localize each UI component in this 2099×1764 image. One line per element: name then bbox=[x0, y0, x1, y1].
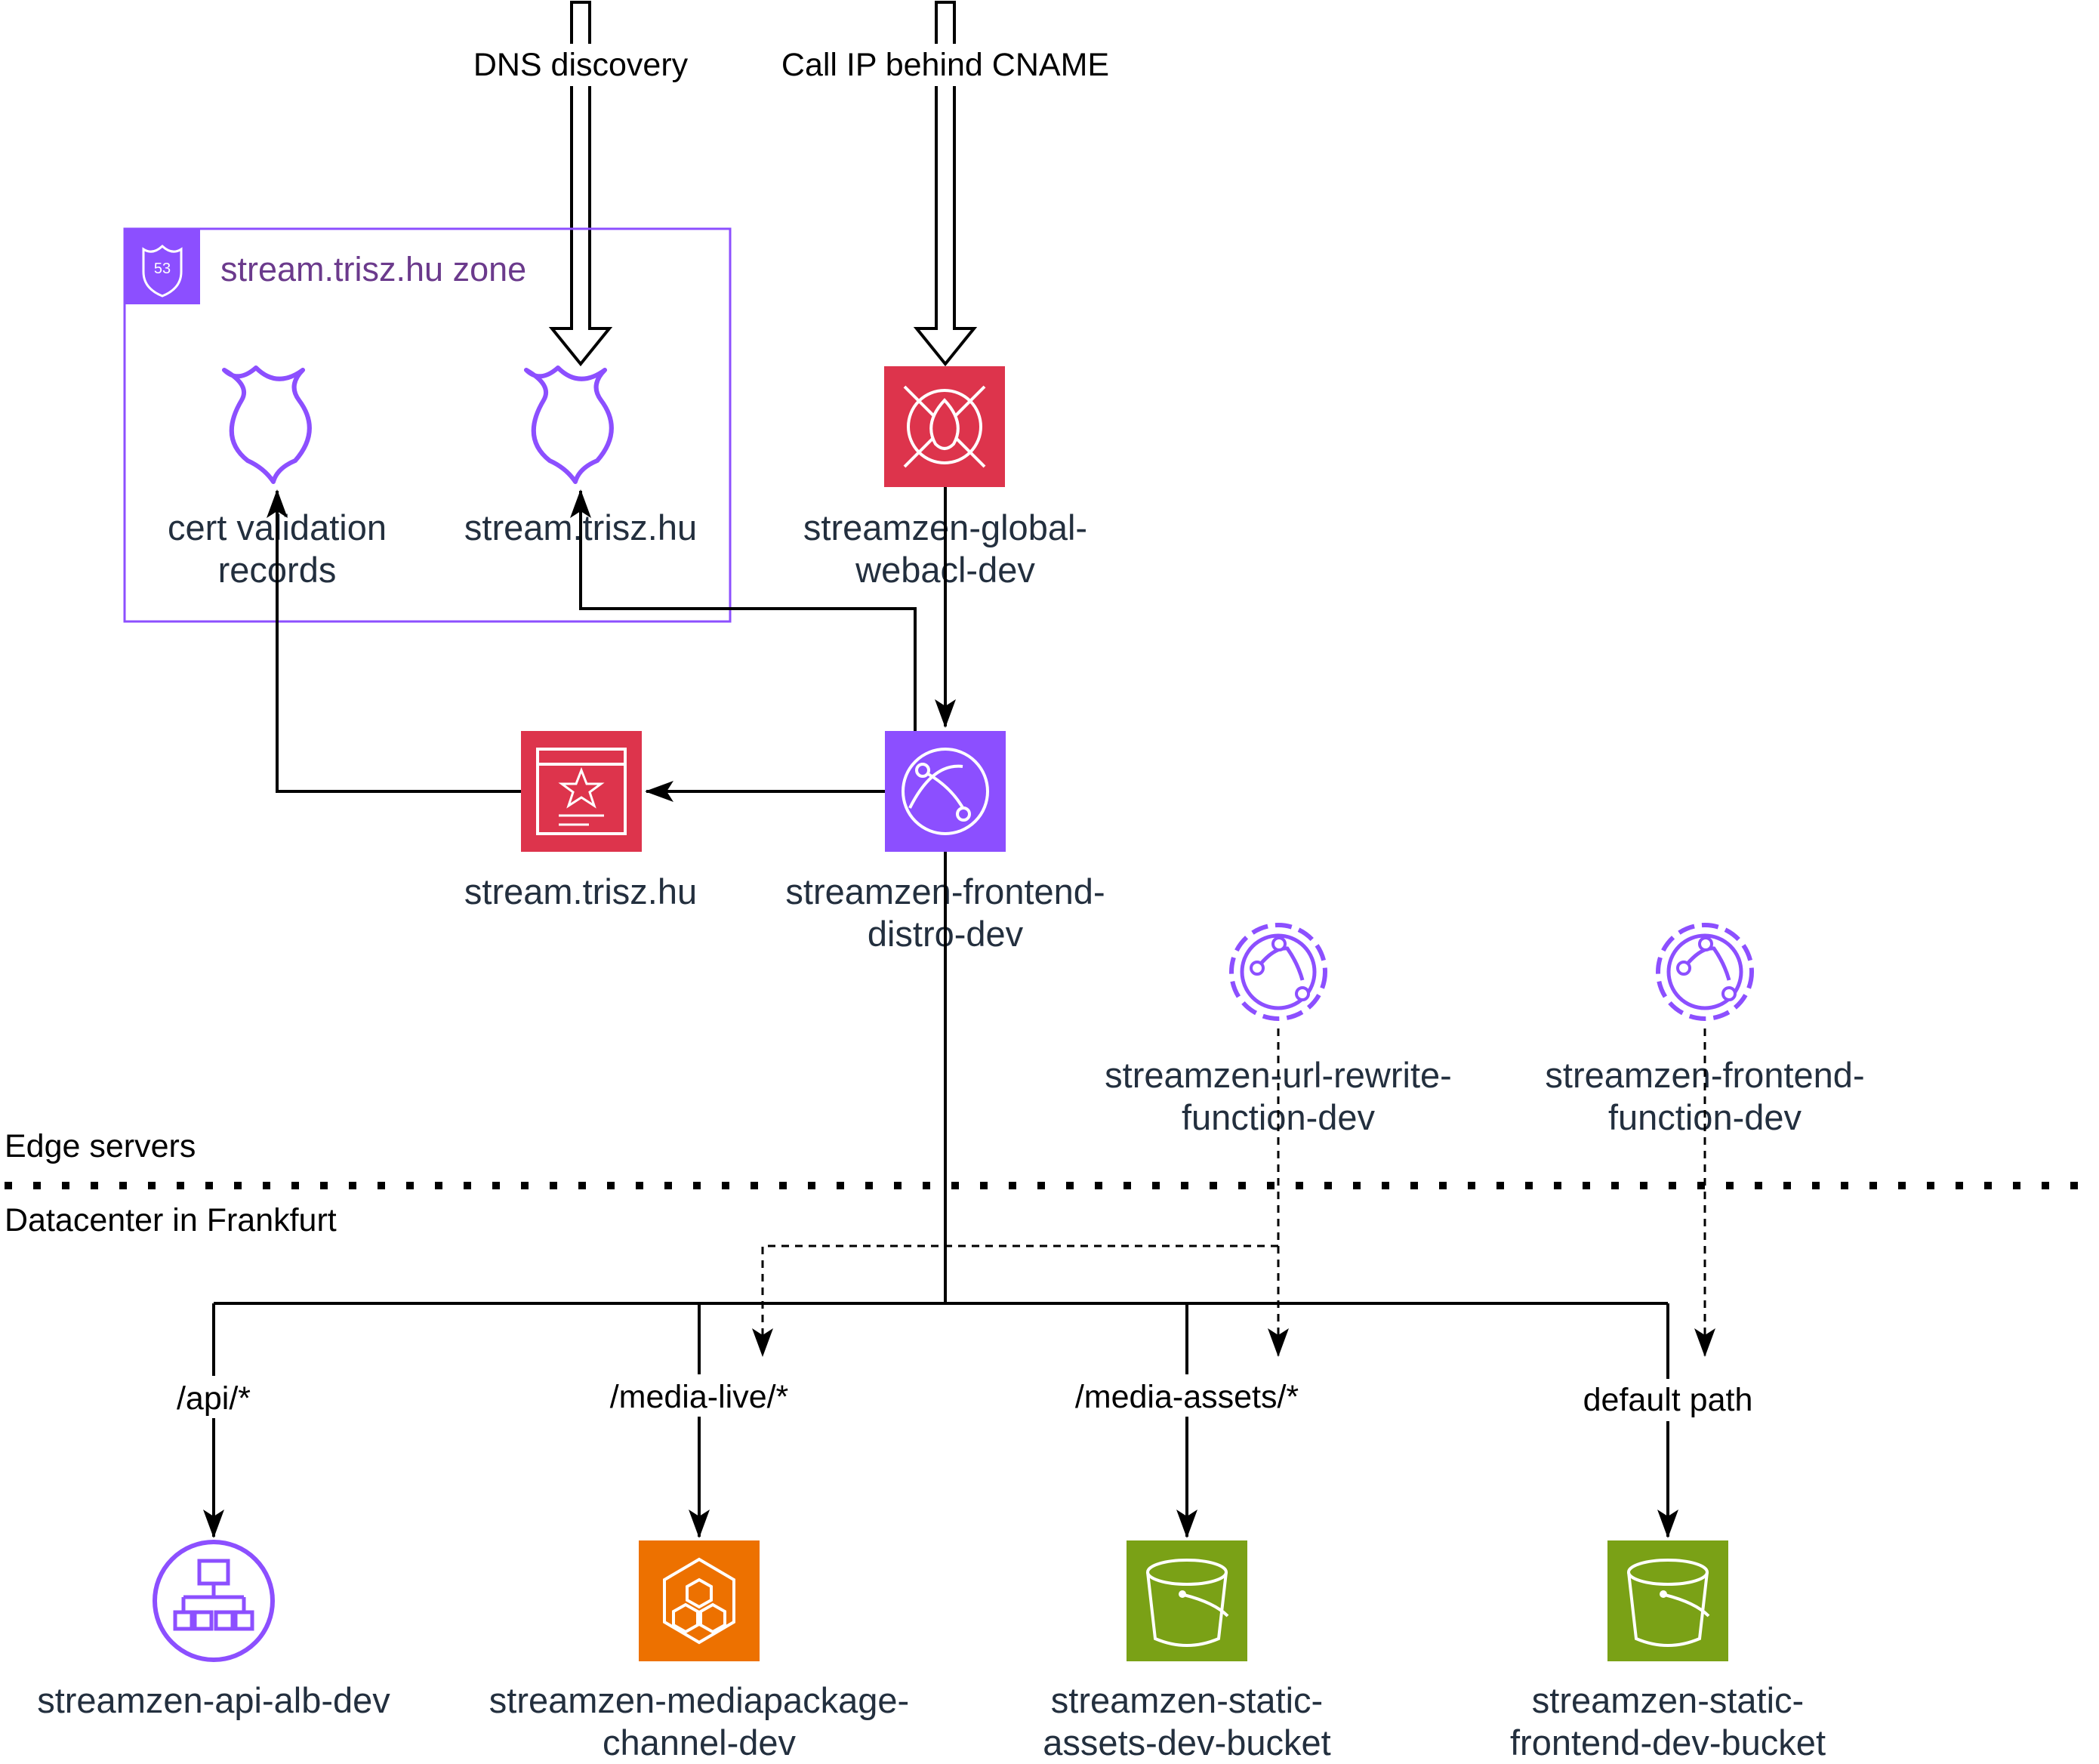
s3-bucket-icon bbox=[1607, 1540, 1728, 1661]
api-alb-node: streamzen-api-alb-dev bbox=[37, 1540, 390, 1720]
route53-shield-icon bbox=[524, 365, 614, 484]
path-media-live-label: /media-live/* bbox=[610, 1379, 789, 1415]
route53-shield-icon bbox=[222, 365, 312, 484]
mediapackage-node: streamzen-mediapackage- channel-dev bbox=[489, 1540, 909, 1762]
function-connectors bbox=[752, 1028, 1715, 1357]
cloudfront-function-icon bbox=[1656, 923, 1754, 1021]
frontend-bucket-label-1: streamzen-static- bbox=[1532, 1680, 1804, 1720]
path-api-label: /api/* bbox=[177, 1380, 251, 1417]
frontend-bucket-label-2: frontend-dev-bucket bbox=[1510, 1722, 1826, 1762]
dns-discovery-label: DNS discovery bbox=[473, 47, 689, 83]
mediapackage-label-1: streamzen-mediapackage- bbox=[489, 1680, 909, 1720]
assets-bucket-node: streamzen-static- assets-dev-bucket bbox=[1043, 1540, 1331, 1762]
load-balancer-icon bbox=[153, 1540, 275, 1662]
call-ip-label: Call IP behind CNAME bbox=[781, 47, 1109, 83]
s3-bucket-icon bbox=[1127, 1540, 1247, 1661]
hosted-zone-group: 53 stream.trisz.hu zone bbox=[123, 227, 732, 623]
certificate-label: stream.trisz.hu bbox=[464, 871, 697, 911]
zone-badge-text: 53 bbox=[154, 261, 171, 277]
frontend-bucket-node: streamzen-static- frontend-dev-bucket bbox=[1510, 1540, 1826, 1762]
certificate-node: stream.trisz.hu bbox=[464, 731, 697, 911]
path-default-label: default path bbox=[1583, 1382, 1753, 1418]
assets-bucket-label-1: streamzen-static- bbox=[1051, 1680, 1323, 1720]
mediapackage-icon bbox=[639, 1540, 760, 1661]
mediapackage-label-2: channel-dev bbox=[603, 1722, 797, 1762]
zone-title: stream.trisz.hu zone bbox=[220, 250, 526, 288]
cloudfront-function-icon bbox=[1229, 923, 1327, 1021]
waf-firewall-icon bbox=[884, 366, 1005, 487]
route53-hosted-zone-icon: 53 bbox=[125, 229, 200, 304]
api-alb-label: streamzen-api-alb-dev bbox=[37, 1680, 390, 1720]
path-media-assets-label: /media-assets/* bbox=[1075, 1379, 1299, 1415]
certificate-icon bbox=[521, 731, 642, 852]
edge-servers-label: Edge servers bbox=[5, 1128, 196, 1164]
assets-bucket-label-2: assets-dev-bucket bbox=[1043, 1722, 1330, 1762]
datacenter-label: Datacenter in Frankfurt bbox=[5, 1202, 337, 1238]
cloudfront-icon bbox=[885, 731, 1006, 852]
connectors bbox=[203, 487, 1678, 1538]
